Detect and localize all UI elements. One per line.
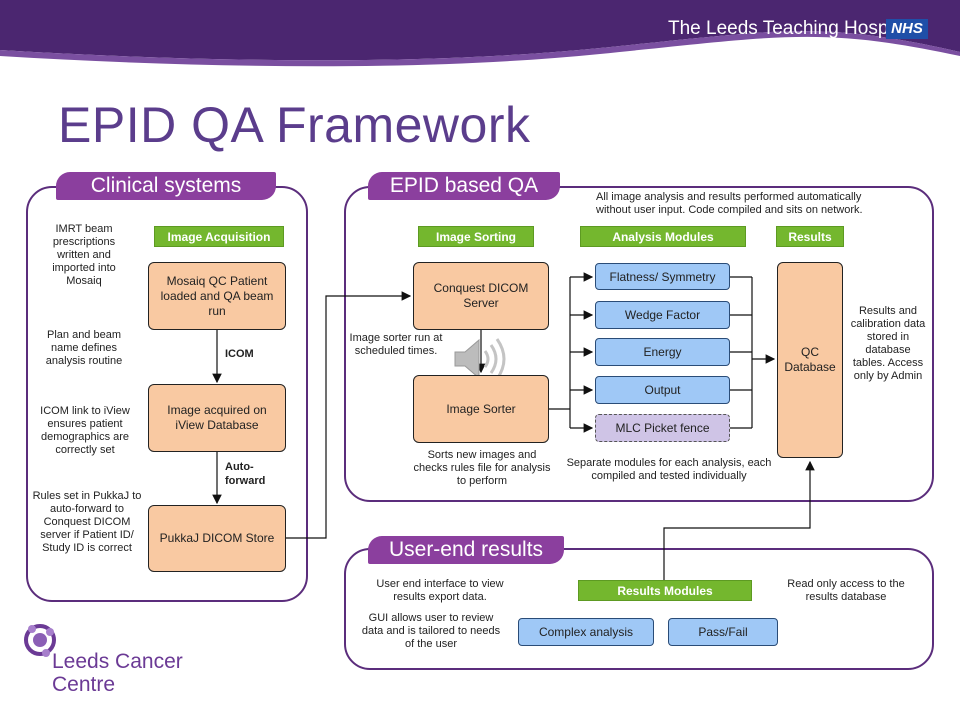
sorter-schedule-note: Image sorter run at scheduled times.	[349, 332, 443, 357]
complex-analysis-box: Complex analysis	[518, 618, 654, 646]
clinical-systems-tag: Clinical systems	[56, 172, 276, 200]
results-modules-header: Results Modules	[578, 580, 752, 601]
logo-line-1: Leeds Cancer	[52, 650, 183, 673]
user-interface-note: User end interface to view results expor…	[376, 578, 504, 603]
pukkaj-store-box: PukkaJ DICOM Store	[148, 505, 286, 572]
epid-qa-tag: EPID based QA	[368, 172, 560, 200]
header-banner	[0, 0, 960, 67]
user-end-panel	[344, 548, 934, 670]
iview-database-box: Image acquired on iView Database	[148, 384, 286, 452]
clinical-note-plan: Plan and beam name defines analysis rout…	[45, 329, 123, 367]
clinical-note-icom: ICOM link to iView ensures patient demog…	[40, 405, 130, 456]
org-name: The Leeds Teaching Hospitals	[668, 18, 923, 39]
trust-label: NHS Trust	[826, 44, 877, 56]
qc-database-box: QC Database	[777, 262, 843, 458]
image-sorting-header: Image Sorting	[418, 226, 534, 247]
gui-note: GUI allows user to review data and is ta…	[361, 612, 501, 650]
clinical-note-rules: Rules set in PukkaJ to auto-forward to C…	[32, 490, 142, 554]
mosaiq-qc-box: Mosaiq QC Patient loaded and QA beam run	[148, 262, 286, 330]
module-energy: Energy	[595, 338, 730, 366]
auto-forward-label: Auto- forward	[225, 461, 266, 487]
logo-line-2: Centre	[52, 673, 116, 696]
icom-label: ICOM	[225, 348, 254, 360]
results-header: Results	[776, 226, 844, 247]
read-only-note: Read only access to the results database	[787, 578, 905, 603]
analysis-modules-header: Analysis Modules	[580, 226, 746, 247]
module-output: Output	[595, 376, 730, 404]
module-flatness-symmetry: Flatness/ Symmetry	[595, 263, 730, 290]
image-acquisition-header: Image Acquisition	[154, 226, 284, 247]
conquest-dicom-box: Conquest DICOM Server	[413, 262, 549, 330]
modules-note: Separate modules for each analysis, each…	[566, 457, 772, 482]
image-sorter-box: Image Sorter	[413, 375, 549, 443]
leeds-cancer-centre-logo-icon	[24, 624, 56, 657]
clinical-note-imrt: IMRT beam prescriptions written and impo…	[52, 223, 116, 287]
user-end-tag: User-end results	[368, 536, 564, 564]
epid-top-note: All image analysis and results performed…	[596, 191, 863, 216]
nhs-badge: NHS	[886, 19, 928, 39]
module-wedge-factor: Wedge Factor	[595, 301, 730, 329]
results-note: Results and calibration data stored in d…	[850, 305, 926, 382]
page-title: EPID QA Framework	[58, 97, 531, 153]
sorter-bottom-note: Sorts new images and checks rules file f…	[413, 449, 551, 487]
module-mlc-picket-fence: MLC Picket fence	[595, 414, 730, 442]
pass-fail-box: Pass/Fail	[668, 618, 778, 646]
